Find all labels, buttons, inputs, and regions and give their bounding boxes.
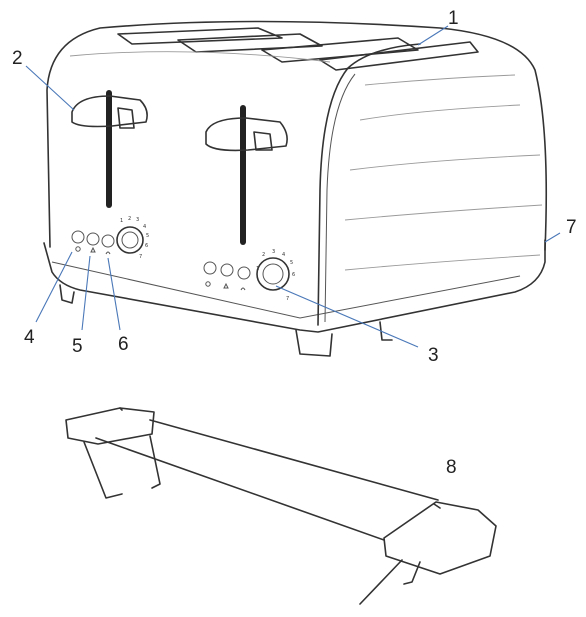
- callout-label-6: 6: [118, 334, 129, 355]
- leader-3: [275, 285, 419, 348]
- toaster-body: 1 2 3 4 5 6 7 1 2 3 4 5 6 7: [43, 20, 548, 357]
- dial-mark-left: 3: [136, 217, 139, 223]
- callout-label-3: 3: [428, 345, 439, 366]
- dial-mark-right: 3: [272, 249, 275, 255]
- callout-label-7: 7: [566, 217, 577, 238]
- dial-mark-right: 4: [282, 252, 285, 258]
- dial-mark-right: 5: [290, 260, 293, 266]
- dial-mark-right: 1: [256, 266, 259, 272]
- dial-mark-right: 6: [292, 272, 295, 278]
- dial-mark-left: 1: [120, 218, 123, 224]
- dial-mark-left: 4: [143, 224, 146, 230]
- dial-mark-right: 7: [286, 296, 289, 302]
- leader-7: [544, 232, 561, 243]
- leader-lines: [25, 25, 561, 348]
- leader-5: [81, 255, 91, 331]
- callout-label-8: 8: [446, 457, 457, 478]
- callout-label-2: 2: [12, 48, 23, 69]
- dial-mark-left: 5: [146, 233, 149, 239]
- callout-label-1: 1: [448, 8, 459, 29]
- dial-mark-left: 2: [128, 216, 131, 222]
- warming-rack: [65, 407, 497, 605]
- dial-mark-right: 2: [262, 252, 265, 258]
- dial-mark-left: 6: [145, 243, 148, 249]
- leader-2: [25, 65, 75, 111]
- leader-4: [35, 251, 73, 323]
- callout-label-4: 4: [24, 327, 35, 348]
- leader-1: [417, 25, 449, 46]
- leader-6: [107, 257, 121, 331]
- callout-label-5: 5: [72, 336, 83, 357]
- dial-mark-left: 7: [139, 254, 142, 260]
